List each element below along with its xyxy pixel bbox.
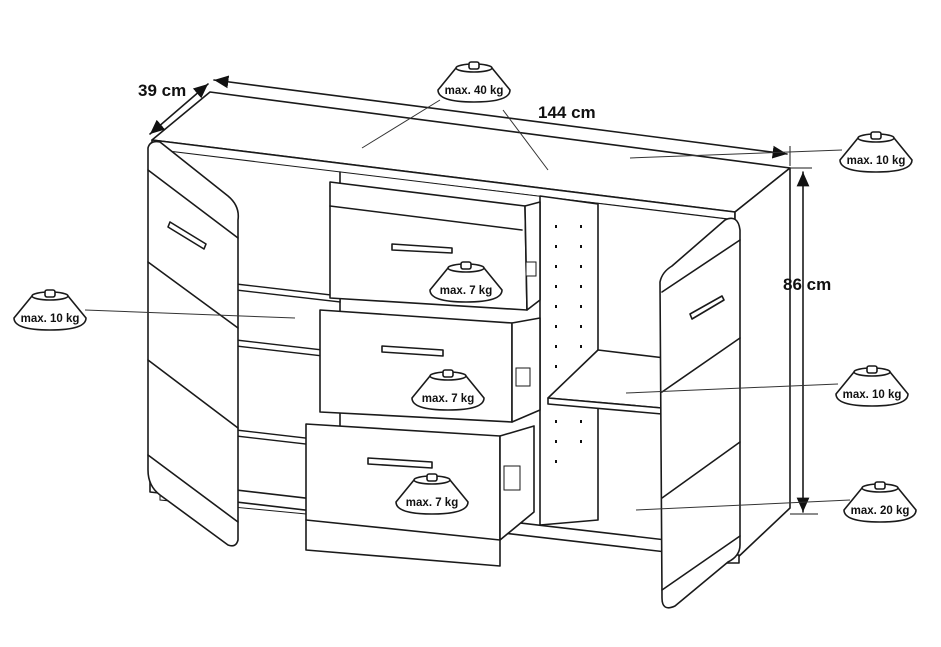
weight-label-right-bottom: max. 20 kg bbox=[851, 505, 910, 517]
left-door bbox=[147, 140, 240, 547]
dimension-lines bbox=[149, 75, 818, 515]
weight-icon: max. 40 kg bbox=[437, 61, 511, 103]
right-door bbox=[659, 217, 741, 609]
weight-icon: max. 7 kg bbox=[411, 369, 485, 411]
weight-label-top: max. 40 kg bbox=[445, 85, 504, 97]
weight-icon: max. 7 kg bbox=[429, 261, 503, 303]
weight-icon: max. 10 kg bbox=[835, 365, 909, 407]
weight-label-right-shelf: max. 10 kg bbox=[843, 389, 902, 401]
weight-label-drawer-2: max. 7 kg bbox=[422, 393, 474, 405]
weight-icon: max. 10 kg bbox=[839, 131, 913, 173]
weight-label-drawer-1: max. 7 kg bbox=[440, 285, 492, 297]
weight-icon: max. 7 kg bbox=[395, 473, 469, 515]
weight-label-left-shelf: max. 10 kg bbox=[21, 313, 80, 325]
shelf-pin-holes bbox=[555, 225, 582, 463]
width-label: 144 cm bbox=[538, 103, 596, 122]
weight-icon: max. 20 kg bbox=[843, 481, 917, 523]
weight-label-drawer-3: max. 7 kg bbox=[406, 497, 458, 509]
height-label: 86 cm bbox=[783, 275, 831, 294]
weight-icon: max. 10 kg bbox=[13, 289, 87, 331]
weight-label-right-top: max. 10 kg bbox=[847, 155, 906, 167]
depth-label: 39 cm bbox=[138, 81, 186, 100]
leader-lines bbox=[84, 99, 851, 511]
